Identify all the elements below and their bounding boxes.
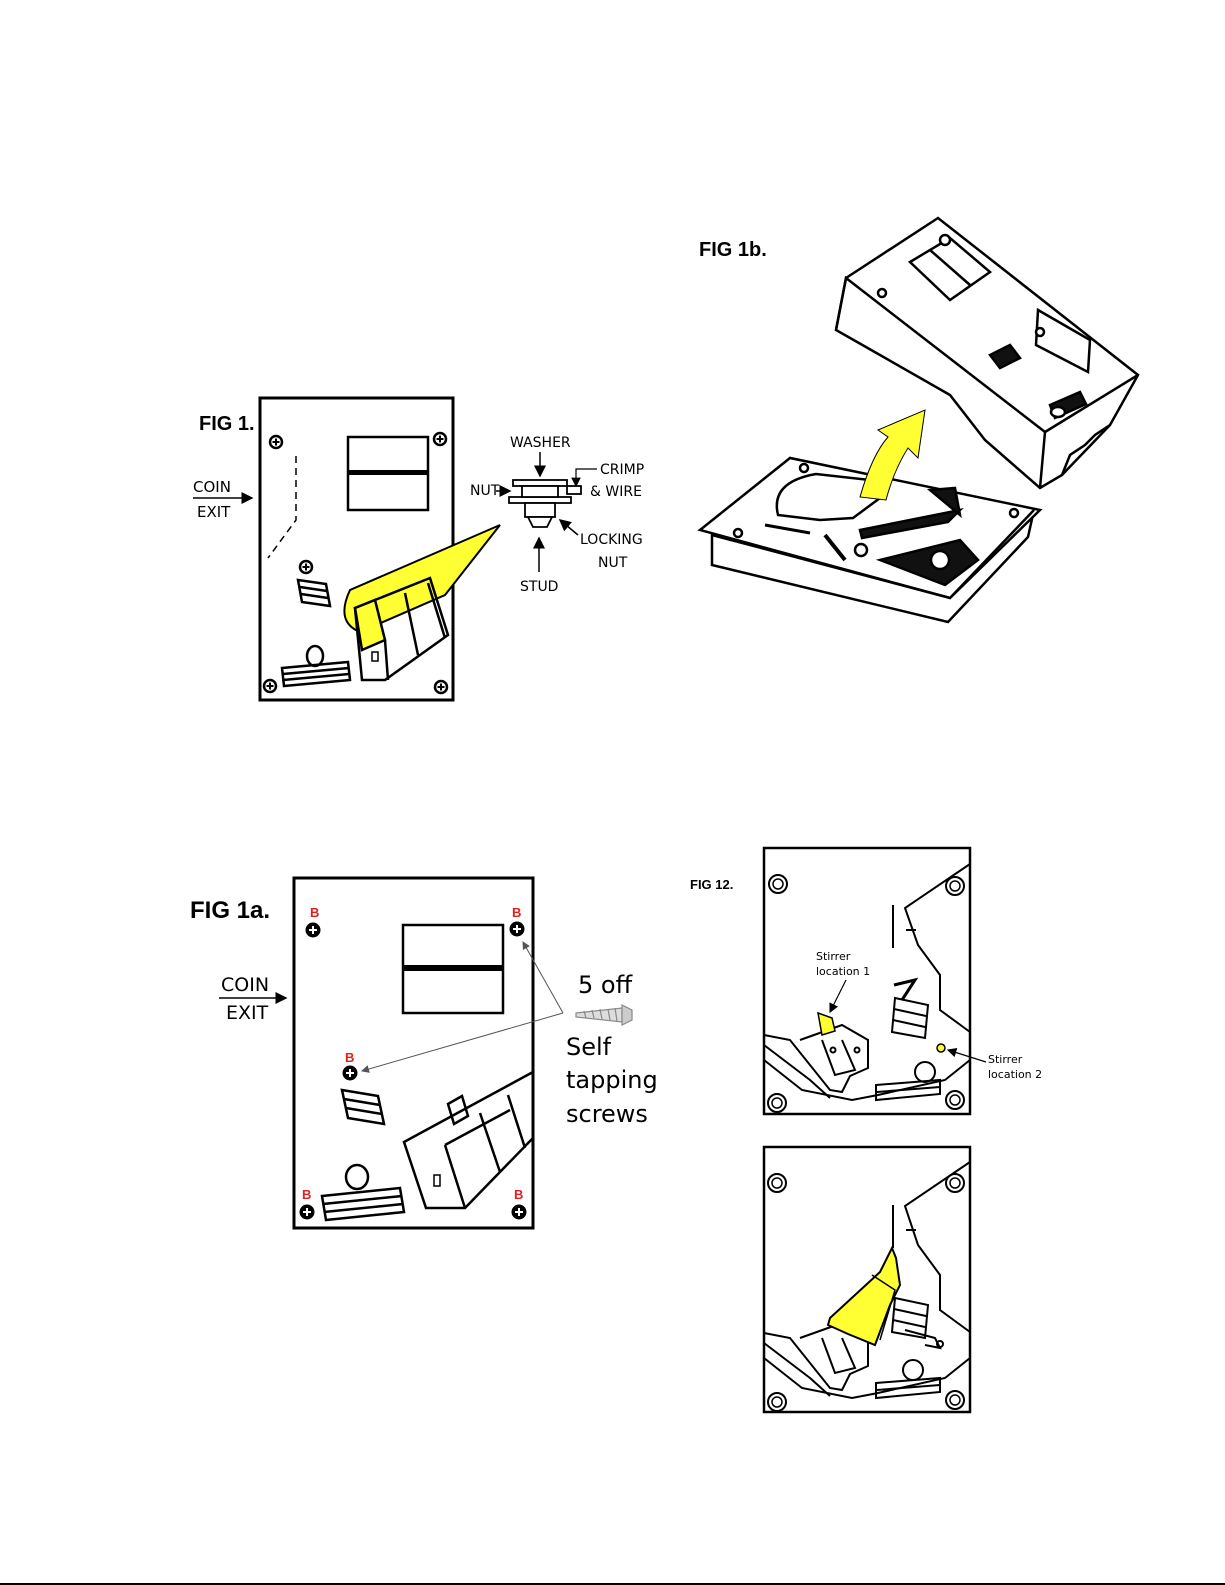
screw-icon (343, 1066, 358, 1081)
stirrer1-line2: location 1 (816, 965, 870, 978)
nut-label: NUT (470, 483, 500, 499)
screw-icon (264, 680, 276, 692)
screw-icon (270, 436, 282, 448)
self-tapping-screw-icon (576, 1005, 632, 1025)
fig1-exit-label: EXIT (197, 503, 231, 521)
screw-icon (300, 561, 312, 573)
fig1b-diagram: FIG 1b. (699, 218, 1138, 622)
crimp-label: CRIMP (600, 462, 644, 478)
mount-ring-icon (769, 875, 787, 893)
fig12-title: FIG 12. (690, 877, 733, 892)
marker-b: B (302, 1187, 311, 1202)
fig12-bottom-diagram (764, 1147, 970, 1412)
fig1-title: FIG 1. (199, 413, 255, 435)
screws-line2: tapping (566, 1066, 658, 1094)
mount-ring-icon (946, 877, 964, 895)
screws-line3: screws (566, 1100, 648, 1128)
mount-ring-icon (946, 1391, 964, 1409)
mount-ring-icon (768, 1174, 786, 1192)
fig1-coin-label: COIN (193, 478, 231, 496)
fig1a-diagram: FIG 1a. B B B B B (190, 878, 658, 1228)
screw-icon (435, 681, 447, 693)
mount-ring-icon (946, 1091, 964, 1109)
locking-nut-label: NUT (598, 555, 628, 571)
stud-assembly (509, 480, 581, 527)
stirrer2-line1: Stirrer (988, 1053, 1023, 1066)
screw-icon (306, 923, 321, 938)
stirrer2-line2: location 2 (988, 1068, 1042, 1081)
fig1a-coin-label: COIN (221, 974, 269, 996)
washer-label: WASHER (510, 435, 571, 451)
locking-label: LOCKING (580, 532, 643, 548)
marker-b: B (512, 905, 521, 920)
fig12-top-diagram: FIG 12. Stirrer location 1 (690, 848, 1042, 1114)
marker-b: B (345, 1050, 354, 1065)
marker-b: B (514, 1187, 523, 1202)
stirrer1-line1: Stirrer (816, 950, 851, 963)
wire-label: & WIRE (590, 484, 642, 500)
screw-icon (434, 433, 446, 445)
stud-label: STUD (520, 579, 558, 595)
fig1-diagram: FIG 1. (193, 398, 644, 700)
mount-ring-icon (768, 1393, 786, 1411)
screw-icon (512, 1205, 527, 1220)
fig1a-title: FIG 1a. (190, 897, 270, 924)
screw-count: 5 off (578, 971, 633, 999)
marker-b: B (310, 905, 319, 920)
screw-icon (300, 1205, 315, 1220)
stirrer-location-2-marker (937, 1044, 945, 1052)
screws-line1: Self (566, 1033, 612, 1061)
screw-icon (510, 922, 525, 937)
fig1b-title: FIG 1b. (699, 239, 767, 261)
mount-ring-icon (768, 1094, 786, 1112)
fig1a-exit-label: EXIT (226, 1002, 269, 1024)
